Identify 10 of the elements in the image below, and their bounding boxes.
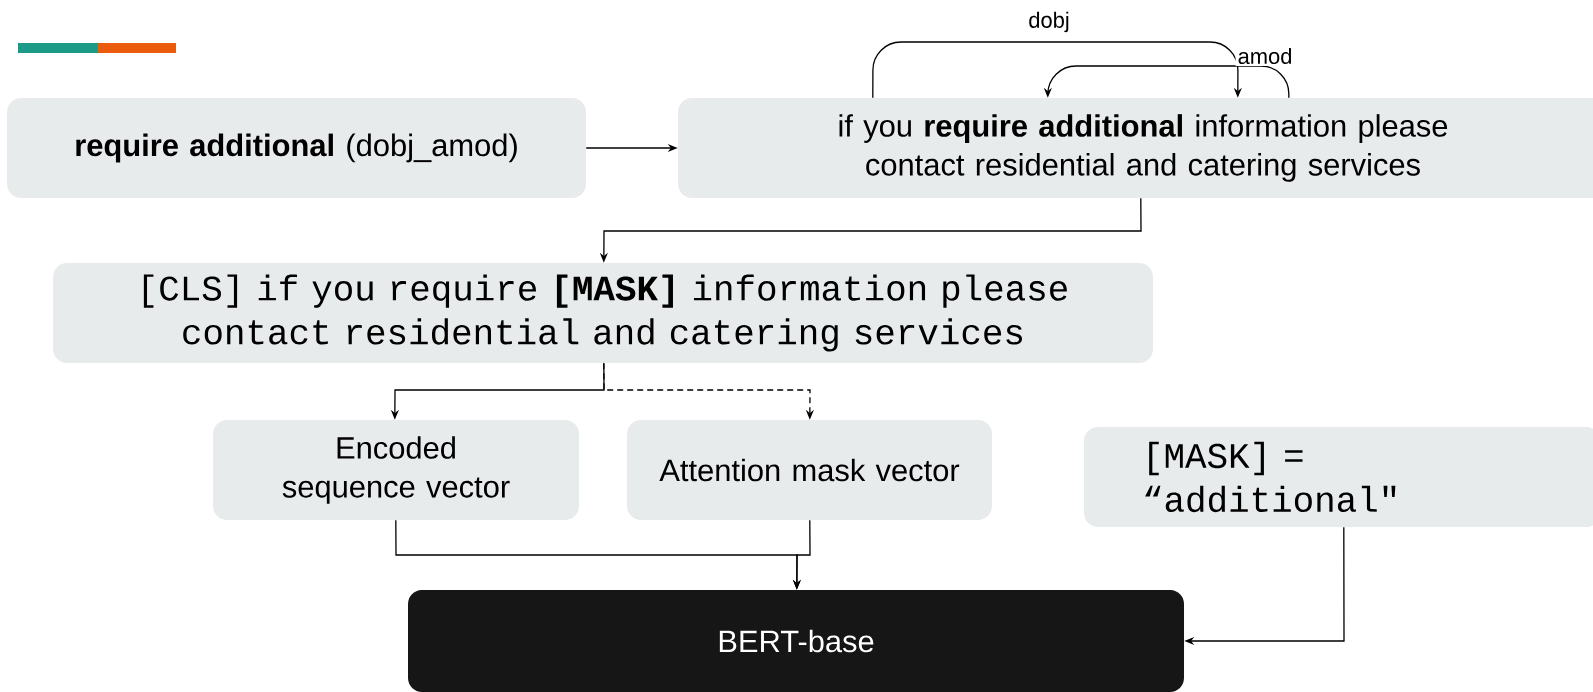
mask-answer-box: [MASK] = “additional" [1084,427,1593,527]
vector-box: Attention mask vector [627,420,992,520]
phrase-box: require additional (dobj_amod) [7,98,586,198]
vector-box: Encoded sequence vector [213,420,579,520]
masked-sentence-box: [CLS] if you require [MASK] information please contact residential and catering services [53,263,1153,363]
edge-label: dobj [1026,9,1072,35]
sentence-box: if you require additional information please contact residential and catering services [678,98,1593,198]
dependency-arc [872,41,1242,99]
edge-label: amod [1235,45,1295,67]
model-box: BERT-base [408,590,1184,692]
